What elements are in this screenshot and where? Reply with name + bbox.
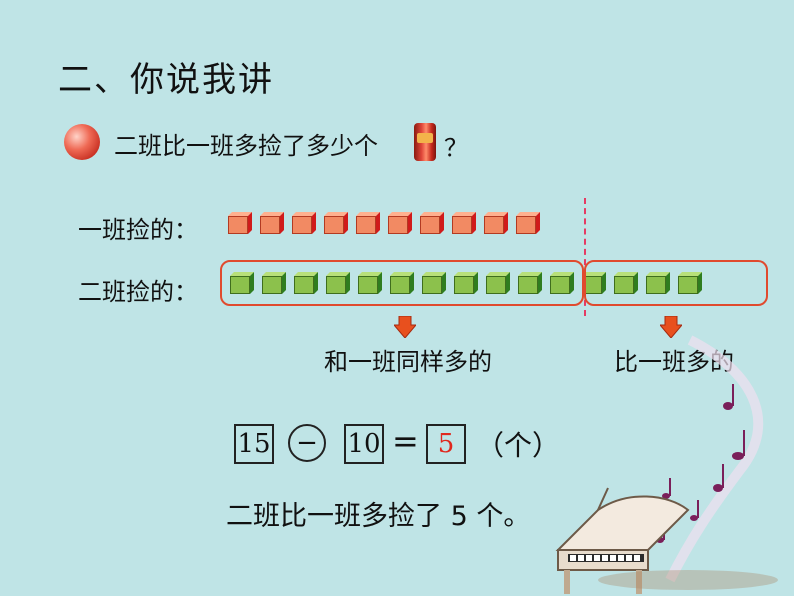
green-block [390, 272, 414, 294]
red-block [452, 212, 476, 234]
green-block [486, 272, 510, 294]
green-block [614, 272, 638, 294]
result-box: 5 [426, 424, 466, 464]
answer-sentence: 二班比一班多捡了 5 个。 [226, 501, 531, 532]
row2-label: 二班捡的： [78, 278, 198, 306]
green-block [454, 272, 478, 294]
red-block [516, 212, 540, 234]
unit-label: （个） [476, 429, 561, 462]
row1-label: 一班捡的： [78, 216, 198, 244]
green-block [262, 272, 286, 294]
green-block [294, 272, 318, 294]
red-block [260, 212, 284, 234]
question-mark: ？ [444, 134, 468, 162]
down-arrow-icon [394, 316, 416, 338]
equals-sign: = [392, 422, 419, 460]
green-block [358, 272, 382, 294]
green-block [518, 272, 542, 294]
green-block [422, 272, 446, 294]
bullet-ball-icon [64, 124, 100, 160]
red-block [484, 212, 508, 234]
subtrahend-box: 10 [344, 424, 384, 464]
soda-can-icon [414, 123, 436, 161]
red-block [292, 212, 316, 234]
red-block [420, 212, 444, 234]
red-block [324, 212, 348, 234]
same-amount-group-box [220, 260, 584, 306]
green-block [646, 272, 670, 294]
green-block [678, 272, 702, 294]
class1-blocks [228, 212, 540, 234]
page-title: 二、你说我讲 [58, 60, 274, 100]
piano-icon [555, 487, 778, 594]
green-block [230, 272, 254, 294]
more-amount-group-box [584, 260, 768, 306]
down-arrow-icon [660, 316, 682, 338]
class2-blocks [230, 272, 702, 294]
question-text: 二班比一班多捡了多少个 [114, 132, 378, 160]
divider-dashed-line [584, 198, 586, 316]
same-amount-label: 和一班同样多的 [324, 348, 492, 376]
red-block [356, 212, 380, 234]
red-block [228, 212, 252, 234]
red-block [388, 212, 412, 234]
green-block [326, 272, 350, 294]
green-block [550, 272, 574, 294]
minuend-box: 15 [234, 424, 274, 464]
minus-sign: − [288, 424, 326, 462]
